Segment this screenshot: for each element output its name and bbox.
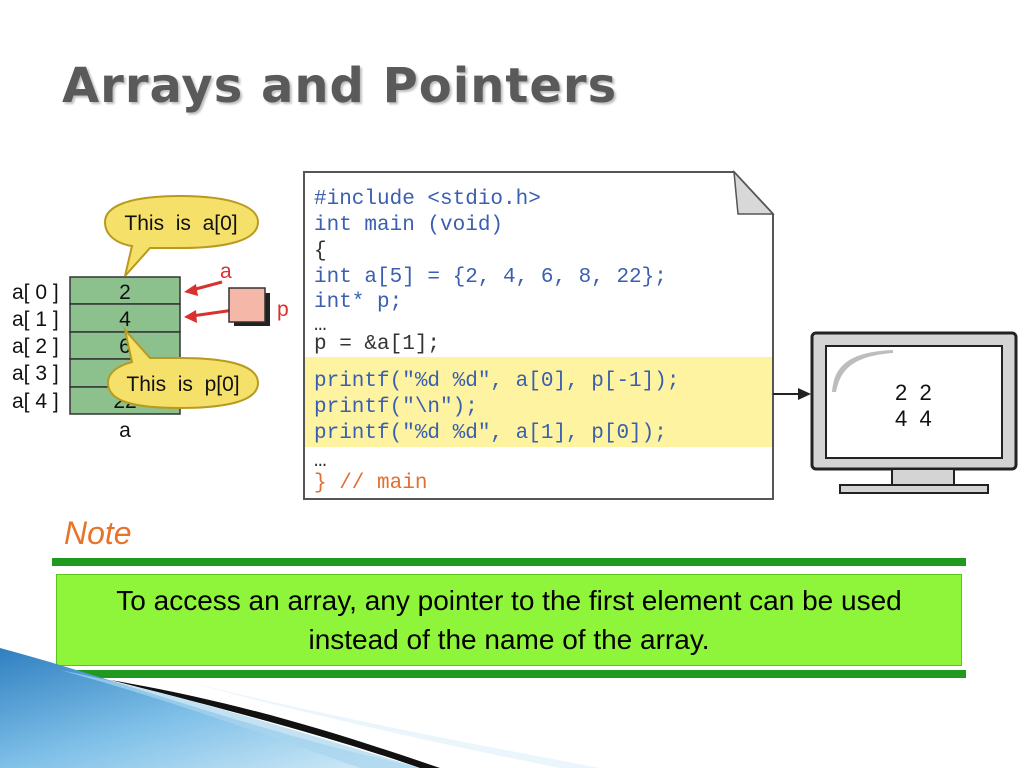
cell-value-2: 6	[119, 335, 131, 358]
index-label-0: a[ 0 ]	[12, 281, 59, 304]
code-line-7: p = &a[1];	[314, 333, 440, 356]
speech-bubble-top: This is a[0]	[103, 194, 260, 277]
code-line-3: {	[314, 240, 327, 263]
pointer-arrows	[184, 280, 235, 323]
code-line-5: int* p;	[314, 291, 402, 314]
index-label-2: a[ 2 ]	[12, 335, 59, 358]
code-line-4: int a[5] = {2, 4, 6, 8, 22};	[314, 266, 667, 289]
index-label-1: a[ 1 ]	[12, 308, 59, 331]
pointer-label: p	[277, 298, 289, 321]
arrow-a-label: a	[220, 260, 232, 283]
note-text: To access an array, any pointer to the f…	[116, 585, 902, 655]
code-line-12: } // main	[314, 472, 427, 495]
array-cell-1	[69, 303, 181, 333]
code-line-9: printf("\n");	[314, 396, 478, 419]
index-label-3: a[ 3 ]	[12, 362, 59, 385]
cell-value-1: 4	[119, 308, 131, 331]
note-heading: Note	[64, 515, 132, 551]
array-pointer-diagram: a[ 0 ] a[ 1 ] a[ 2 ] a[ 3 ] a[ 4 ] 2 4 6…	[12, 169, 1018, 500]
array-cell-0	[69, 276, 181, 305]
arrow-p-head-icon	[184, 310, 197, 323]
monitor-output-line-2: 4 4	[895, 406, 932, 431]
monitor-icon	[810, 331, 1018, 494]
code-line-11: …	[314, 450, 327, 473]
code-listing	[303, 169, 775, 500]
monitor-output-line-1: 2 2	[895, 380, 932, 405]
bubble-top-text: This is a[0]	[124, 212, 237, 235]
decorative-swoosh	[0, 648, 600, 768]
index-label-4: a[ 4 ]	[12, 390, 59, 413]
slide-title: Arrays and Pointers	[62, 58, 618, 114]
array-name-label: a	[119, 419, 131, 442]
code-line-8: printf("%d %d", a[0], p[-1]);	[314, 370, 679, 393]
code-highlight	[305, 357, 772, 447]
arrow-a-head-icon	[184, 284, 198, 296]
output-arrow-icon	[798, 388, 811, 400]
code-line-1: #include <stdio.h>	[314, 188, 541, 211]
note-box: To access an array, any pointer to the f…	[56, 574, 962, 666]
code-line-2: int main (void)	[314, 214, 503, 237]
code-line-6: …	[314, 314, 327, 337]
page-fold-icon	[733, 169, 775, 215]
code-line-10: printf("%d %d", a[1], p[0]);	[314, 422, 667, 445]
speech-bubble-bottom: This is p[0]	[106, 326, 260, 410]
array-cell-2	[69, 331, 181, 360]
note-rule-top	[52, 558, 966, 566]
note-rule-bottom	[52, 670, 966, 678]
cell-value-0: 2	[119, 281, 131, 304]
pointer-variable-box	[228, 287, 270, 326]
bubble-bottom-text: This is p[0]	[126, 373, 239, 396]
